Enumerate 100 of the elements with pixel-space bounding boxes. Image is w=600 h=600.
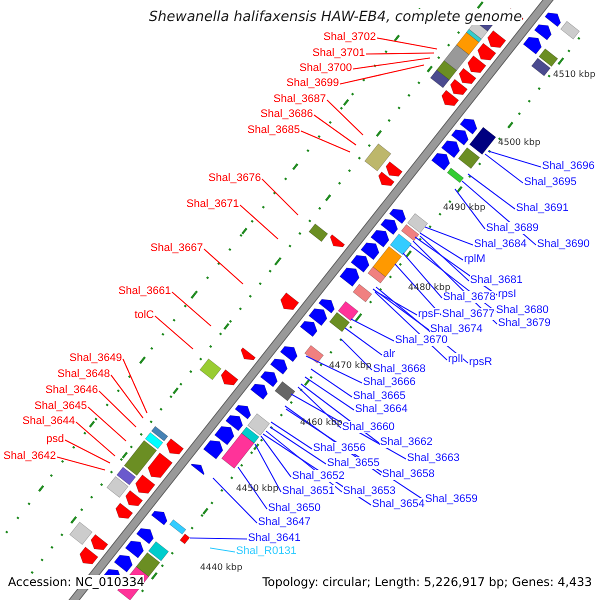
leader-line — [190, 537, 247, 540]
leader-line — [122, 358, 148, 414]
gene-label: Shal_3677 — [442, 308, 495, 320]
position-label: 4510 kbp — [553, 70, 596, 80]
leader-line — [212, 478, 258, 524]
gene-label: rplM — [464, 253, 486, 265]
leader-line — [376, 37, 438, 50]
leader-line — [374, 290, 418, 316]
leader-line — [420, 232, 464, 260]
leader-line — [56, 456, 106, 471]
gene-label: Shal_3667 — [150, 242, 203, 254]
gene-label: Shal_3690 — [537, 238, 590, 250]
gene-label: Shal_3656 — [313, 442, 366, 454]
gene-label: Shal_3651 — [282, 485, 335, 497]
gene-label: psd — [46, 433, 64, 445]
leader-line — [210, 547, 236, 553]
gene-label: Shal_3661 — [118, 285, 171, 297]
gene-label: rpsR — [469, 356, 492, 368]
leader-line — [304, 376, 354, 410]
leader-line — [300, 130, 350, 152]
leader-line — [350, 318, 394, 342]
gene-label: Shal_3655 — [327, 457, 380, 469]
gene-label: Shal_3653 — [343, 485, 396, 497]
position-label: 4440 kbp — [200, 563, 242, 573]
gene-label: rplI — [448, 353, 464, 365]
leader-line — [110, 374, 144, 418]
leader-line — [262, 178, 298, 216]
gene-label: Shal_3648 — [57, 368, 110, 380]
leader-line — [310, 368, 352, 398]
gene-label: Shal_3681 — [470, 274, 523, 286]
gene-label: Shal_3649 — [69, 352, 122, 364]
gene-label: Shal_3686 — [260, 108, 313, 120]
gene-label: alr — [383, 348, 396, 360]
leader-line — [260, 436, 292, 478]
gene-label: rpsI — [498, 288, 516, 300]
leader-line — [306, 356, 362, 384]
gene-label: Shal_3684 — [474, 238, 527, 250]
leader-line — [454, 188, 486, 230]
gene-label: Shal_3650 — [268, 502, 321, 514]
leader-line — [154, 316, 194, 350]
gene-label: Shal_3665 — [353, 390, 406, 402]
gene-label: Shal_3641 — [248, 532, 301, 544]
genome-info-text: Topology: circular; Length: 5,226,917 bp; Genes: 4,433 — [262, 575, 592, 589]
gene-label: Shal_3654 — [372, 498, 425, 510]
leader-line — [76, 422, 116, 456]
gene-label: Shal_3696 — [542, 160, 595, 172]
gene-label: Shal_3678 — [443, 291, 496, 303]
gene-label: Shal_3664 — [355, 403, 408, 415]
gene-label: Shal_3700 — [299, 62, 352, 74]
leader-line — [366, 52, 434, 55]
gene-label: Shal_3685 — [247, 124, 300, 136]
gene-label: Shal_3674 — [430, 323, 483, 335]
gene-label: Shal_3701 — [312, 47, 365, 59]
gene-label: Shal_3689 — [486, 222, 539, 234]
leader-line — [352, 57, 430, 70]
leader-line — [484, 154, 524, 184]
gene-label: Shal_R0131 — [236, 545, 297, 557]
leader-line — [402, 252, 442, 298]
gene-label: Shal_3668 — [373, 363, 426, 375]
gene-label: Shal_3660 — [342, 421, 395, 433]
leader-line — [204, 248, 244, 284]
leader-line — [88, 406, 126, 442]
leader-line — [172, 292, 212, 326]
gene-label: Shal_3645 — [34, 400, 87, 412]
gene-label: tolC — [134, 309, 154, 321]
leader-line — [372, 288, 430, 330]
leader-line — [394, 264, 442, 316]
leader-line — [326, 100, 364, 136]
gene-label: Shal_3687 — [273, 93, 326, 105]
gene-label: Shal_3695 — [524, 176, 577, 188]
leader-line — [340, 338, 372, 370]
title: Shewanella halifaxensis HAW-EB4, complete genome — [148, 9, 522, 25]
gene-label: Shal_3691 — [516, 202, 569, 214]
leader-line — [314, 114, 356, 146]
leader-line — [468, 174, 516, 210]
leader-line — [64, 440, 110, 464]
leader-line — [240, 204, 278, 240]
gene-label: Shal_3670 — [395, 334, 448, 346]
leader-line — [488, 150, 542, 168]
gene-label: Shal_3646 — [45, 384, 98, 396]
gene-label: Shal_3666 — [363, 376, 416, 388]
gene-label: Shal_3647 — [258, 516, 311, 528]
leader-line — [340, 64, 424, 85]
gene-label: Shal_3676 — [208, 172, 261, 184]
leader-line — [270, 426, 326, 464]
position-label: 4490 kbp — [443, 203, 486, 213]
gene-label: Shal_3652 — [292, 470, 345, 482]
gene-label: Shal_3642 — [3, 450, 56, 462]
leader-line — [254, 444, 282, 492]
gene-label: Shal_3659 — [425, 493, 478, 505]
gene-label: rpsF — [418, 308, 440, 320]
leader-line — [424, 226, 474, 246]
gene-label: Shal_3679 — [498, 317, 551, 329]
gene-label: Shal_3658 — [382, 468, 435, 480]
gene-label: Shal_3671 — [186, 198, 239, 210]
gene-label: Shal_3663 — [407, 452, 460, 464]
leader-line — [344, 328, 382, 356]
leader-line — [270, 422, 312, 450]
gene-label: Shal_3662 — [380, 436, 433, 448]
gene-label: Shal_3702 — [323, 31, 376, 43]
